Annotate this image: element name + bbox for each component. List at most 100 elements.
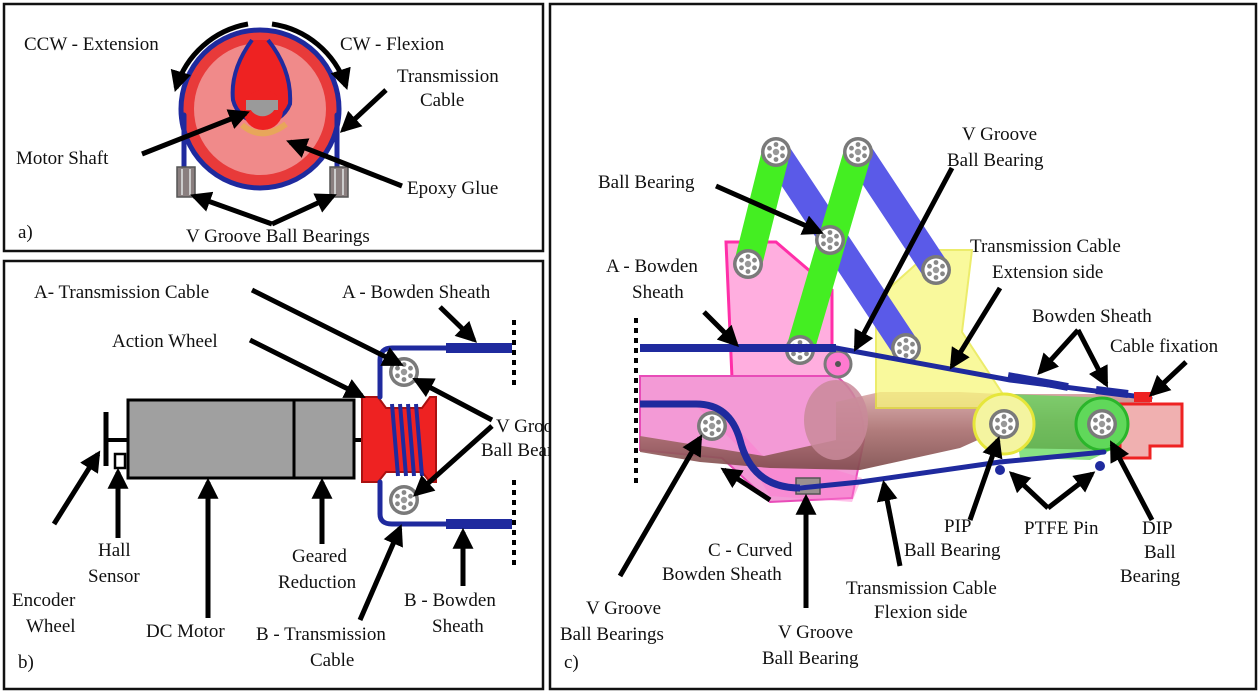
curved-sheath-housing (640, 400, 862, 502)
panel-b-tag: b) (18, 652, 34, 673)
ptfe-pin-1 (995, 465, 1005, 475)
cable-fixation-block (1134, 392, 1152, 402)
bowden-sheath-segment-1 (1007, 372, 1069, 391)
b-bowden-label-1: B - Bowden (404, 590, 496, 611)
pip-bearing (989, 409, 1019, 439)
tc-flexion-pointer (876, 479, 903, 567)
a-cable-pointer (250, 287, 404, 367)
a-bowden-pointer-c (702, 310, 739, 347)
bowden-sheath-segment-2 (1095, 386, 1129, 398)
dip-pointer (1109, 440, 1155, 522)
hall-sensor (113, 452, 127, 470)
geared-label-2: Reduction (278, 572, 357, 593)
vgroove-bm-label-2: Ball Bearing (762, 648, 859, 669)
motor-shaft (246, 100, 278, 110)
ptfe-label: PTFE Pin (1024, 518, 1099, 539)
blue-link-2 (844, 138, 950, 284)
vgroove-top-pointer (853, 166, 955, 352)
a-bowden-label-1: A - Bowden (606, 256, 698, 277)
vgroove-top-center (835, 361, 841, 367)
transmission-pointer (339, 88, 388, 133)
finger-middle (640, 392, 1000, 470)
c-curved-bowden-sheath (640, 400, 801, 492)
b-bowden-label-2: Sheath (432, 616, 484, 637)
motor-shaft-pointer (141, 109, 250, 157)
panel-a-drawing (141, 21, 403, 227)
a-bowden-sheath (446, 343, 512, 353)
dip-label-2: Ball (1144, 542, 1176, 563)
tc-flexion-label-2: Flexion side (874, 602, 967, 623)
panel-c-tag: c) (564, 652, 579, 673)
bearing-link-b (843, 137, 873, 167)
ball-bearing-label: Ball Bearing (598, 172, 695, 193)
panel-c-drawing (617, 137, 1188, 608)
cw-label: CW - Flexion (340, 34, 445, 55)
ptfe-pointer-1 (1008, 471, 1050, 510)
vgroove-pointer-bottom (412, 424, 494, 497)
vgroove-bl-label-1: V Groove (586, 598, 661, 619)
vgroove-label: V Groove Ball Bearings (186, 226, 370, 247)
c-curved-label-1: C - Curved (708, 540, 793, 561)
vgroove-bl-label-2: Ball Bearings (560, 624, 664, 645)
vgroove-pointer-top (412, 377, 494, 423)
cw-arrow (271, 21, 351, 90)
a-bowden-label: A - Bowden Sheath (342, 282, 491, 303)
b-cable (377, 479, 473, 527)
geared-label-1: Geared (292, 546, 347, 567)
tc-extension-label-1: Transmission Cable (970, 236, 1121, 257)
encoder-pointer (51, 450, 101, 526)
b-bowden-sheath (446, 519, 512, 529)
epoxy-label: Epoxy Glue (407, 178, 498, 199)
ccw-label: CCW - Extension (24, 34, 159, 55)
encoder-label-2: Wheel (26, 616, 76, 637)
action-wheel-pointer (248, 337, 366, 399)
bowden-sheath-label: Bowden Sheath (1032, 306, 1152, 327)
dip-label-1: DIP (1142, 518, 1173, 539)
vgroove-pointer-left (190, 191, 273, 227)
b-cable-label-2: Cable (310, 650, 354, 671)
ptfe-pin-2 (1095, 461, 1105, 471)
a-cable-label: A- Transmission Cable (34, 282, 209, 303)
bowden-sheath-pointer-2 (1075, 328, 1109, 388)
tc-flexion-label-1: Transmission Cable (846, 578, 997, 599)
b-cable-label-1: B - Transmission (256, 624, 386, 645)
c-curved-pointer (720, 467, 772, 503)
vgroove-top-label-1: V Groove (962, 124, 1037, 145)
bearing-link-e (921, 255, 951, 285)
c-curved-label-2: Bowden Sheath (662, 564, 782, 585)
action-wheel-label: Action Wheel (112, 331, 218, 352)
pip-pointer (967, 436, 1003, 521)
action-wheel-windings (390, 403, 424, 477)
cable-fixation-label: Cable fixation (1110, 336, 1219, 357)
dip-bearing (1087, 409, 1117, 439)
tc-extension-label-2: Extension side (992, 262, 1103, 283)
geared-reduction (292, 398, 356, 480)
bearing-link-d (733, 249, 763, 279)
vgroove-bearing-left (176, 166, 196, 198)
ccw-arrow (170, 21, 249, 93)
dip-label-3: Bearing (1120, 566, 1181, 587)
b-cable-pointer (357, 524, 403, 621)
encoder-label-1: Encoder (12, 590, 76, 611)
vgroove-top-label-2: Ball Bearing (947, 150, 1044, 171)
dc-motor-label: DC Motor (146, 621, 225, 642)
transmission-label-1: Transmission (397, 66, 499, 87)
cable-fixation-pointer (1148, 360, 1188, 397)
transmission-cable-flexion (797, 449, 1107, 491)
hall-label-2: Sensor (88, 566, 140, 587)
a-bowden-pointer (438, 305, 478, 343)
transmission-label-2: Cable (420, 90, 464, 111)
dc-motor (126, 398, 296, 480)
pip-label-2: Ball Bearing (904, 540, 1001, 561)
ball-bearing-pointer (714, 183, 824, 235)
vgroove-bearing-bottom (389, 485, 419, 515)
vgroove-bm-label-1: V Groove (778, 622, 853, 643)
tc-extension-pointer (949, 286, 1003, 370)
bearing-link-a (761, 137, 791, 167)
panel-b-drawing (51, 287, 516, 621)
finger-knuckle (804, 380, 868, 460)
motor-shaft-label: Motor Shaft (16, 148, 109, 169)
hall-label-1: Hall (98, 540, 131, 561)
bowden-sheath-pointer-1 (1037, 328, 1080, 376)
